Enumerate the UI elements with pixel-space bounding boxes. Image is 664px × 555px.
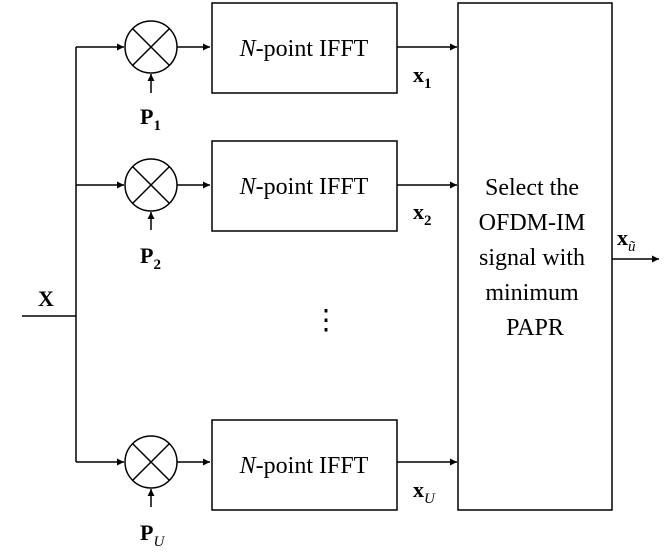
final-output-label: xũ [617, 225, 636, 255]
input-section: X [22, 47, 77, 462]
selector-line-5: PAPR [506, 315, 564, 341]
multiplier-1-icon [124, 20, 178, 74]
branch-u: PU N-point IFFT xU [76, 419, 457, 550]
selector-text: Select the OFDM-IM signal with minimum P… [479, 175, 592, 341]
branch-1: P1 N-point IFFT x1 [76, 2, 457, 134]
branch-2: P2 N-point IFFT x2 [76, 140, 457, 273]
output-2-label: x2 [413, 199, 432, 229]
output-1-label: x1 [413, 62, 432, 92]
ifft-block-2 [211, 140, 398, 232]
output-u-label: xU [413, 477, 436, 507]
selector-box [457, 2, 613, 511]
input-label: X [38, 286, 54, 311]
phase-u-label: PU [140, 520, 165, 550]
multiplier-u-icon [124, 435, 178, 489]
selector-block: Select the OFDM-IM signal with minimum P… [457, 2, 613, 511]
selector-line-2: OFDM-IM [479, 210, 586, 236]
vertical-ellipsis: ⋮ [312, 305, 340, 336]
ifft-block-1-label: N-point IFFT [239, 36, 369, 62]
selector-line-1: Select the [485, 175, 579, 201]
selector-line-4: minimum [485, 280, 579, 306]
ifft-block-1 [211, 2, 398, 94]
ifft-block-u-label: N-point IFFT [239, 453, 369, 479]
multiplier-2-icon [124, 158, 178, 212]
final-output: xũ [612, 225, 659, 263]
phase-2-label: P2 [140, 243, 161, 273]
selector-line-3: signal with [479, 245, 585, 271]
phase-1-label: P1 [140, 104, 161, 134]
ifft-block-2-label: N-point IFFT [239, 174, 369, 200]
ifft-block-u [211, 419, 398, 511]
